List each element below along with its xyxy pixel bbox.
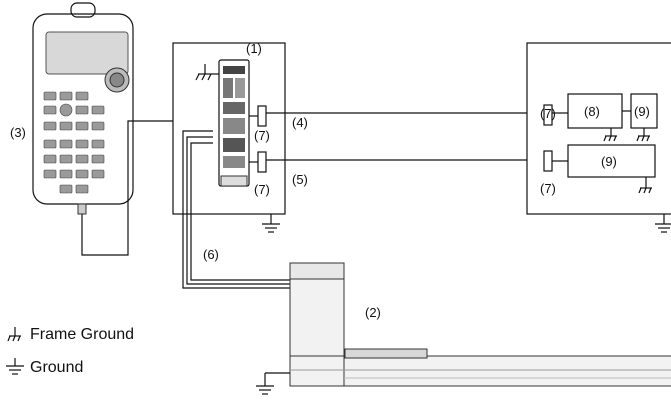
controller: [218, 59, 250, 187]
noise-filter-top-left: [257, 105, 267, 127]
device-9-large: [567, 144, 656, 178]
ground-icon: [262, 214, 280, 233]
noise-filter-top-right-label-visible: (7): [540, 106, 556, 121]
device-9-large-label: (9): [601, 154, 617, 169]
noise-filter-bottom-left: [257, 151, 267, 173]
noise-filter-bottom-right-label: (7): [540, 181, 556, 196]
device-8-label: (8): [584, 104, 600, 119]
ground-icon: [655, 214, 671, 233]
teaching-box-label: (3): [10, 125, 26, 140]
cable-6-label: (6): [203, 247, 219, 262]
keypad: [43, 91, 105, 194]
frame-ground-icon: [195, 64, 219, 81]
actuator-label: (2): [365, 305, 381, 320]
noise-filter-top-right: [543, 104, 553, 126]
frame-ground-legend-icon: [7, 327, 21, 342]
legend: Frame Ground Ground: [6, 326, 134, 376]
controller-label: (1): [246, 41, 262, 56]
noise-filter-top-left-label: (7): [254, 128, 270, 143]
actuator: [289, 262, 671, 387]
teaching-box: [32, 2, 134, 215]
frame-ground-icon: [638, 177, 652, 194]
cable-5-label: (5): [292, 172, 308, 187]
cable-6: [182, 130, 293, 289]
frame-ground-icon: [603, 128, 617, 142]
frame-ground-icon: [636, 128, 650, 142]
frame-ground-legend-label: Frame Ground: [30, 326, 134, 343]
noise-filter-bottom-right: [543, 150, 553, 172]
ground-legend-icon: [6, 358, 24, 375]
device-9-small-label: (9): [634, 104, 650, 119]
ground-legend-label: Ground: [30, 359, 83, 376]
ground-icon: [256, 372, 290, 395]
cable-4-label: (4): [292, 115, 308, 130]
noise-filter-bottom-left-label: (7): [254, 182, 270, 197]
teaching-box-cable: [81, 120, 213, 256]
